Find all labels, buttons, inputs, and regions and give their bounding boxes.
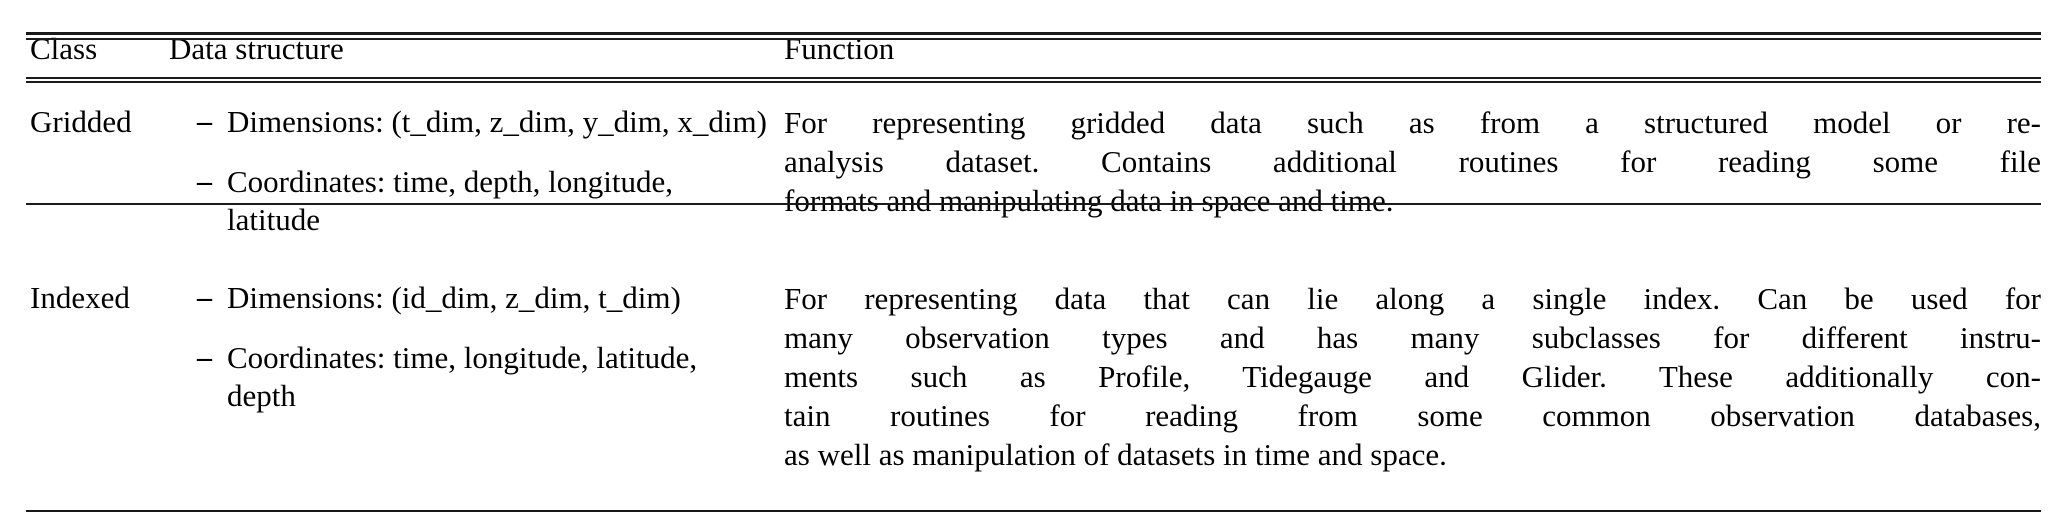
- list-item: – Coordinates: time, longitude, latitude…: [169, 339, 773, 415]
- cell-class-name: Indexed: [30, 280, 130, 315]
- dash-bullet-icon: –: [197, 105, 212, 138]
- structure-dimensions-text: Dimensions: (t_dim, z_dim, y_dim, x_dim): [227, 104, 767, 139]
- table-row: Gridded – Dimensions: (t_dim, z_dim, y_d…: [26, 81, 2041, 255]
- cell-function-description: For representing gridded data such as fr…: [773, 81, 2041, 255]
- cell-data-structure: – Dimensions: (id_dim, z_dim, t_dim) – C…: [161, 255, 773, 494]
- function-line: many observation types and has many subc…: [784, 320, 2041, 355]
- table-top-rule-outer: [26, 32, 2041, 35]
- table-header-row: Class Data structure Function: [26, 16, 2041, 81]
- dash-bullet-icon: –: [197, 165, 212, 198]
- function-line: formats and manipulating data in space a…: [784, 183, 1394, 218]
- cell-function-description: For representing data that can lie along…: [773, 255, 2041, 494]
- column-header-class: Class: [30, 31, 98, 66]
- structure-bullet-list: – Dimensions: (t_dim, z_dim, y_dim, x_di…: [169, 103, 773, 239]
- structure-dimensions-text: Dimensions: (id_dim, z_dim, t_dim): [227, 280, 681, 315]
- dash-bullet-icon: –: [197, 341, 212, 374]
- list-item: – Dimensions: (t_dim, z_dim, y_dim, x_di…: [169, 103, 773, 141]
- cell-data-structure: – Dimensions: (t_dim, z_dim, y_dim, x_di…: [161, 81, 773, 255]
- function-line: For representing data that can lie along…: [784, 281, 2041, 316]
- table-row-divider-rule: [26, 203, 2041, 205]
- structure-bullet-list: – Dimensions: (id_dim, z_dim, t_dim) – C…: [169, 279, 773, 415]
- table-header-rule-lower: [26, 81, 2041, 83]
- class-data-structure-table: Class Data structure Function Gridded – …: [26, 16, 2041, 494]
- table-container: Class Data structure Function Gridded – …: [0, 16, 2067, 529]
- function-line: tain routines for reading from some comm…: [784, 398, 2041, 433]
- list-item: – Dimensions: (id_dim, z_dim, t_dim): [169, 279, 773, 317]
- structure-coordinates-text: Coordinates: time, longitude, latitude, …: [227, 340, 698, 413]
- table-header: Class Data structure Function: [26, 16, 2041, 81]
- table-bottom-rule: [26, 510, 2041, 512]
- table-top-rule-inner: [26, 38, 2041, 40]
- function-line: analysis dataset. Contains additional ro…: [784, 144, 2041, 179]
- function-line: as well as manipulation of datasets in t…: [784, 437, 1447, 472]
- table-body: Gridded – Dimensions: (t_dim, z_dim, y_d…: [26, 81, 2041, 494]
- column-header-data-structure: Data structure: [169, 31, 344, 66]
- table-header-rule-upper: [26, 77, 2041, 79]
- function-paragraph: For representing data that can lie along…: [784, 279, 2041, 474]
- dash-bullet-icon: –: [197, 281, 212, 314]
- function-paragraph: For representing gridded data such as fr…: [784, 103, 2041, 220]
- structure-coordinates-text: Coordinates: time, depth, longitude, lat…: [227, 164, 673, 237]
- function-line: For representing gridded data such as fr…: [784, 105, 2041, 140]
- list-item: – Coordinates: time, depth, longitude, l…: [169, 163, 773, 239]
- function-line: ments such as Profile, Tidegauge and Gli…: [784, 359, 2041, 394]
- cell-class-name: Gridded: [30, 104, 132, 139]
- table-row: Indexed – Dimensions: (id_dim, z_dim, t_…: [26, 255, 2041, 494]
- column-header-function: Function: [784, 31, 895, 66]
